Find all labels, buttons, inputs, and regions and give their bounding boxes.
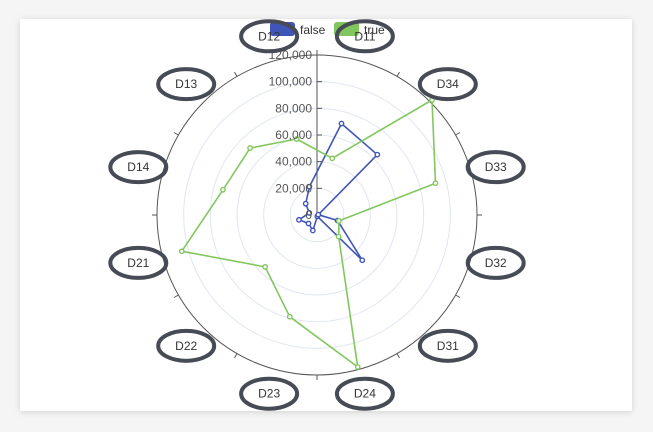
data-point-false[interactable] <box>309 227 316 234</box>
data-point-false[interactable] <box>359 257 366 264</box>
category-label: D22 <box>175 339 197 353</box>
data-point-false[interactable] <box>306 183 313 190</box>
highlight-ellipse <box>239 19 300 54</box>
data-point-true[interactable] <box>247 145 253 151</box>
radial-tick-label: 20,000 <box>275 181 312 195</box>
radial-tick-label: 100,000 <box>269 75 313 89</box>
data-point-false[interactable] <box>374 151 381 158</box>
category-label: D32 <box>485 256 507 270</box>
radial-tick-label: 40,000 <box>275 155 312 169</box>
data-point-true[interactable] <box>335 233 342 240</box>
radial-tick-label: 0 <box>305 208 312 222</box>
axis-tick <box>455 294 461 298</box>
data-point-true[interactable] <box>178 248 185 255</box>
series-layer <box>178 97 439 370</box>
data-point-true[interactable] <box>329 155 336 162</box>
angle-axis <box>152 50 482 380</box>
chart-card <box>20 19 632 411</box>
highlight-ellipse <box>334 19 395 54</box>
category-label: D11 <box>354 29 375 43</box>
data-point-true[interactable] <box>262 263 269 270</box>
highlight-ellipse <box>465 150 526 185</box>
legend-label-true[interactable]: true <box>364 23 385 37</box>
highlight-ellipse <box>108 245 169 280</box>
category-label: D21 <box>127 256 149 270</box>
axis-tick <box>396 353 400 359</box>
data-point-false[interactable] <box>315 211 322 218</box>
legend-swatch-true[interactable] <box>334 22 359 36</box>
radial-tick-label: 60,000 <box>275 128 312 142</box>
category-label: D14 <box>127 160 149 174</box>
category-label: D23 <box>258 387 280 401</box>
data-point-true[interactable] <box>432 180 439 187</box>
highlight-ellipse <box>108 150 169 185</box>
legend-label-false[interactable]: false <box>300 23 326 37</box>
category-label: D31 <box>437 339 459 353</box>
legend[interactable]: false true <box>270 22 385 37</box>
data-point-true[interactable] <box>220 186 226 193</box>
highlight-ellipse <box>417 328 478 363</box>
axis-tick <box>455 132 461 136</box>
category-label: D24 <box>354 387 376 401</box>
axis-tick <box>173 132 179 136</box>
category-label: D33 <box>485 160 507 174</box>
highlight-ellipse <box>156 67 217 102</box>
category-label: D13 <box>175 77 197 91</box>
data-point-false[interactable] <box>296 216 302 223</box>
axis-tick <box>173 294 179 298</box>
category-label: D12 <box>258 29 280 43</box>
data-point-false[interactable] <box>302 200 309 207</box>
data-point-false[interactable] <box>306 210 313 216</box>
category-label: D34 <box>437 77 459 91</box>
data-point-true[interactable] <box>286 313 293 320</box>
highlight-ellipse <box>334 376 395 411</box>
data-point-true[interactable] <box>293 136 300 142</box>
data-point-false[interactable] <box>338 120 345 127</box>
highlight-ellipse <box>465 245 526 280</box>
axis-tick <box>396 71 400 77</box>
axis-tick <box>234 353 238 359</box>
highlight-ellipse <box>156 328 217 363</box>
data-point-false[interactable] <box>305 220 312 227</box>
data-point-true[interactable] <box>335 217 342 224</box>
data-point-true[interactable] <box>354 364 361 370</box>
highlight-ellipse <box>417 67 478 102</box>
radial-tick-label: 80,000 <box>275 101 312 115</box>
highlight-ellipse <box>239 376 300 411</box>
axis-tick <box>234 71 238 77</box>
